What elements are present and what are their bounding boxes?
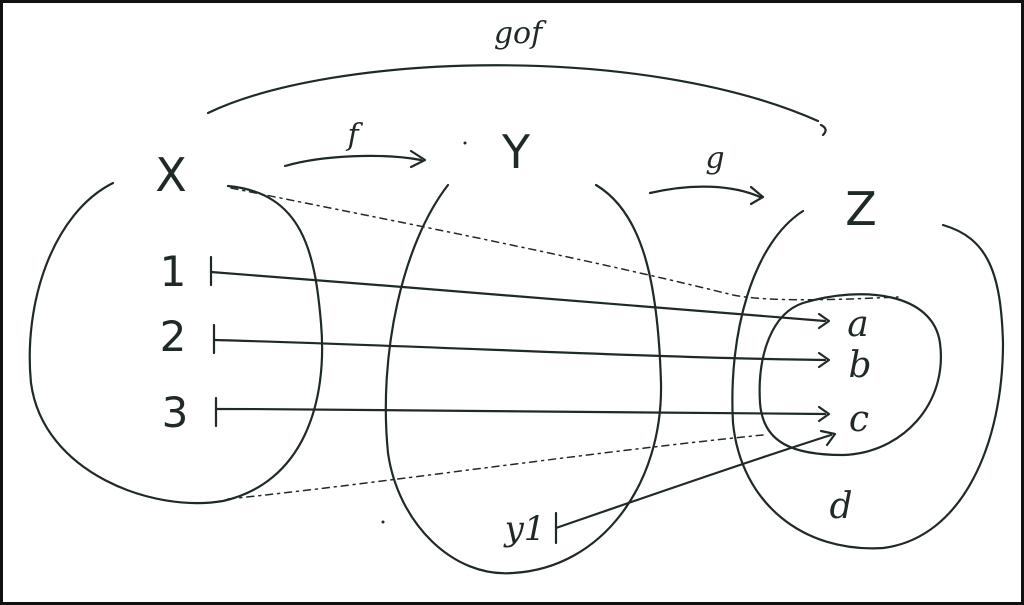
y-element-y1: y1 bbox=[503, 509, 546, 549]
f-label: f bbox=[345, 118, 363, 153]
mapping-arrowhead-3-c bbox=[817, 405, 831, 423]
g-label: g bbox=[705, 141, 724, 176]
mapping-arrow-2-b bbox=[212, 338, 827, 362]
z-element-b: b bbox=[848, 345, 871, 386]
mapping-arrow-y1-c bbox=[554, 433, 833, 530]
composite-label: gof bbox=[494, 16, 547, 51]
composite-arrowhead bbox=[819, 123, 827, 137]
z-element-a: a bbox=[847, 304, 868, 345]
set-x-label: X bbox=[155, 148, 187, 202]
f-arrow bbox=[283, 154, 423, 168]
mapping-arrowhead-2-b bbox=[817, 351, 831, 369]
f-arrowhead bbox=[409, 149, 427, 169]
z-element-d: d bbox=[829, 486, 852, 527]
set-z-boundary bbox=[731, 209, 1005, 550]
g-arrowhead bbox=[749, 185, 765, 206]
stray-dot bbox=[463, 141, 467, 145]
set-y-boundary bbox=[384, 183, 663, 575]
x-element-1: 1 bbox=[160, 247, 187, 296]
x-element-3: 3 bbox=[162, 388, 189, 437]
composite-arc bbox=[206, 64, 820, 123]
composite-dashed-bottom bbox=[227, 434, 764, 500]
set-y-label: Y bbox=[501, 125, 531, 179]
mapping-arrowhead-y1-c bbox=[819, 429, 837, 447]
image-region-boundary bbox=[758, 293, 943, 457]
z-element-c: c bbox=[849, 399, 869, 440]
mapping-arrow-1-a bbox=[209, 270, 827, 323]
set-z-label: Z bbox=[845, 182, 877, 236]
composition-diagram: gof X f Y g Z 1 2 3 y1 a b c d bbox=[28, 16, 1005, 575]
g-arrow bbox=[648, 185, 762, 199]
x-element-2: 2 bbox=[160, 312, 187, 361]
stray-dot bbox=[381, 520, 385, 524]
composite-dashed-top bbox=[230, 187, 899, 301]
mapping-arrow-3-c bbox=[214, 407, 827, 416]
mapping-arrowhead-1-a bbox=[817, 312, 831, 330]
set-x-boundary bbox=[28, 181, 324, 505]
